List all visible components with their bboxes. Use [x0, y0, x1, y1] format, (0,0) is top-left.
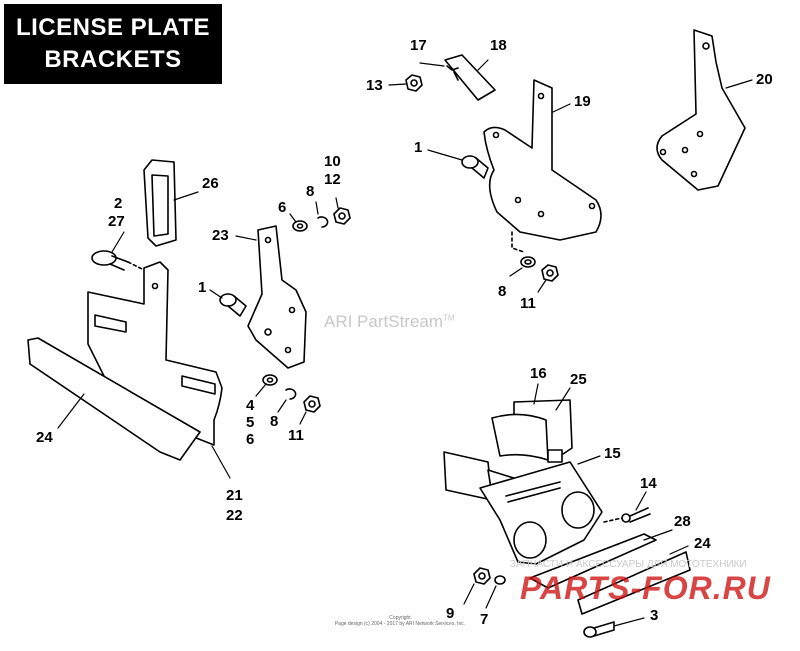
title-line-2: BRACKETS: [44, 46, 182, 73]
washer-4-5-6: [262, 374, 278, 386]
nut-9: [473, 567, 491, 585]
callout-3: 3: [650, 607, 659, 624]
bracket-20: [656, 29, 746, 191]
callout-6-top: 6: [278, 199, 287, 216]
bolt-3: [583, 621, 615, 638]
strip-24-bottom: [577, 551, 691, 615]
callout-4: 4: [246, 397, 255, 414]
nut-8-top: [520, 256, 536, 268]
callout-9: 9: [446, 605, 455, 622]
clip-nut-17-18: [444, 54, 496, 101]
callout-27: 27: [108, 213, 125, 230]
copyright-line-1: Copyright: [389, 615, 411, 621]
callout-23: 23: [212, 227, 229, 244]
callout-13: 13: [366, 77, 383, 94]
nut-11-mid: [303, 395, 321, 413]
callout-12: 12: [324, 171, 341, 188]
callout-20: 20: [756, 71, 773, 88]
callout-25: 25: [570, 371, 587, 388]
copyright-notice: Copyright Page design (c) 2004 - 2017 by…: [320, 615, 480, 627]
lockwasher-8-top: [317, 216, 329, 228]
bracket-26: [143, 159, 177, 247]
ru-watermark-tagline: ЗАПЧАСТИ И АКСЕССУАРЫ ДЛЯ МОТОТЕХНИКИ: [510, 559, 747, 570]
callout-11-mid: 11: [288, 427, 304, 444]
callout-22: 22: [226, 507, 243, 524]
watermark-brand: ARI PartStream: [324, 312, 444, 331]
callout-8-mid: 8: [270, 413, 279, 430]
ru-watermark-logo: PARTS-FOR.RU: [520, 570, 771, 606]
strip-28: [529, 533, 657, 589]
callout-8-top: 8: [498, 283, 507, 300]
callout-7: 7: [480, 611, 489, 628]
nut-11-top: [541, 264, 559, 282]
bracket-23: [247, 225, 307, 369]
lockwasher-8-mid: [285, 388, 297, 400]
callout-1-top: 1: [414, 139, 423, 156]
callout-19: 19: [574, 93, 591, 110]
callout-24-left: 24: [36, 429, 53, 446]
callout-1-mid: 1: [198, 279, 207, 296]
washer-7: [494, 575, 506, 585]
callout-15: 15: [604, 445, 621, 462]
carriage-bolt-2-27: [91, 250, 129, 271]
diagram-title: LICENSE PLATE BRACKETS: [4, 4, 222, 84]
callout-8-mid-top: 8: [306, 183, 315, 200]
nut-10-12: [333, 207, 351, 225]
watermark-tm: TM: [443, 313, 455, 323]
callout-28: 28: [674, 513, 691, 530]
callout-17: 17: [410, 37, 427, 54]
callout-11-top: 11: [520, 295, 536, 312]
ari-partstream-watermark: ARI PartStreamTM: [324, 312, 455, 332]
callout-24-bottom: 24: [694, 535, 711, 552]
bracket-19: [483, 79, 602, 241]
callout-5: 5: [246, 414, 255, 431]
callout-6-bottom: 6: [246, 431, 255, 448]
screw-1-mid: [219, 293, 247, 317]
washer-6-top: [292, 220, 308, 232]
plate-bracket-15: [479, 461, 603, 565]
title-line-1: LICENSE PLATE: [15, 14, 211, 41]
screw-14: [621, 507, 651, 523]
callout-2: 2: [114, 195, 123, 212]
screw-1-top: [461, 155, 489, 179]
nut-13: [405, 74, 423, 92]
callout-21: 21: [226, 487, 243, 504]
reflector-strip-24: [27, 337, 201, 461]
callout-18: 18: [490, 37, 507, 54]
callout-14: 14: [640, 475, 657, 492]
copyright-line-2: Page design (c) 2004 - 2017 by ARI Netwo…: [334, 621, 466, 627]
callout-10: 10: [324, 153, 341, 170]
callout-26: 26: [202, 175, 219, 192]
bracket-25-16: [443, 399, 573, 501]
callout-16: 16: [530, 365, 547, 382]
